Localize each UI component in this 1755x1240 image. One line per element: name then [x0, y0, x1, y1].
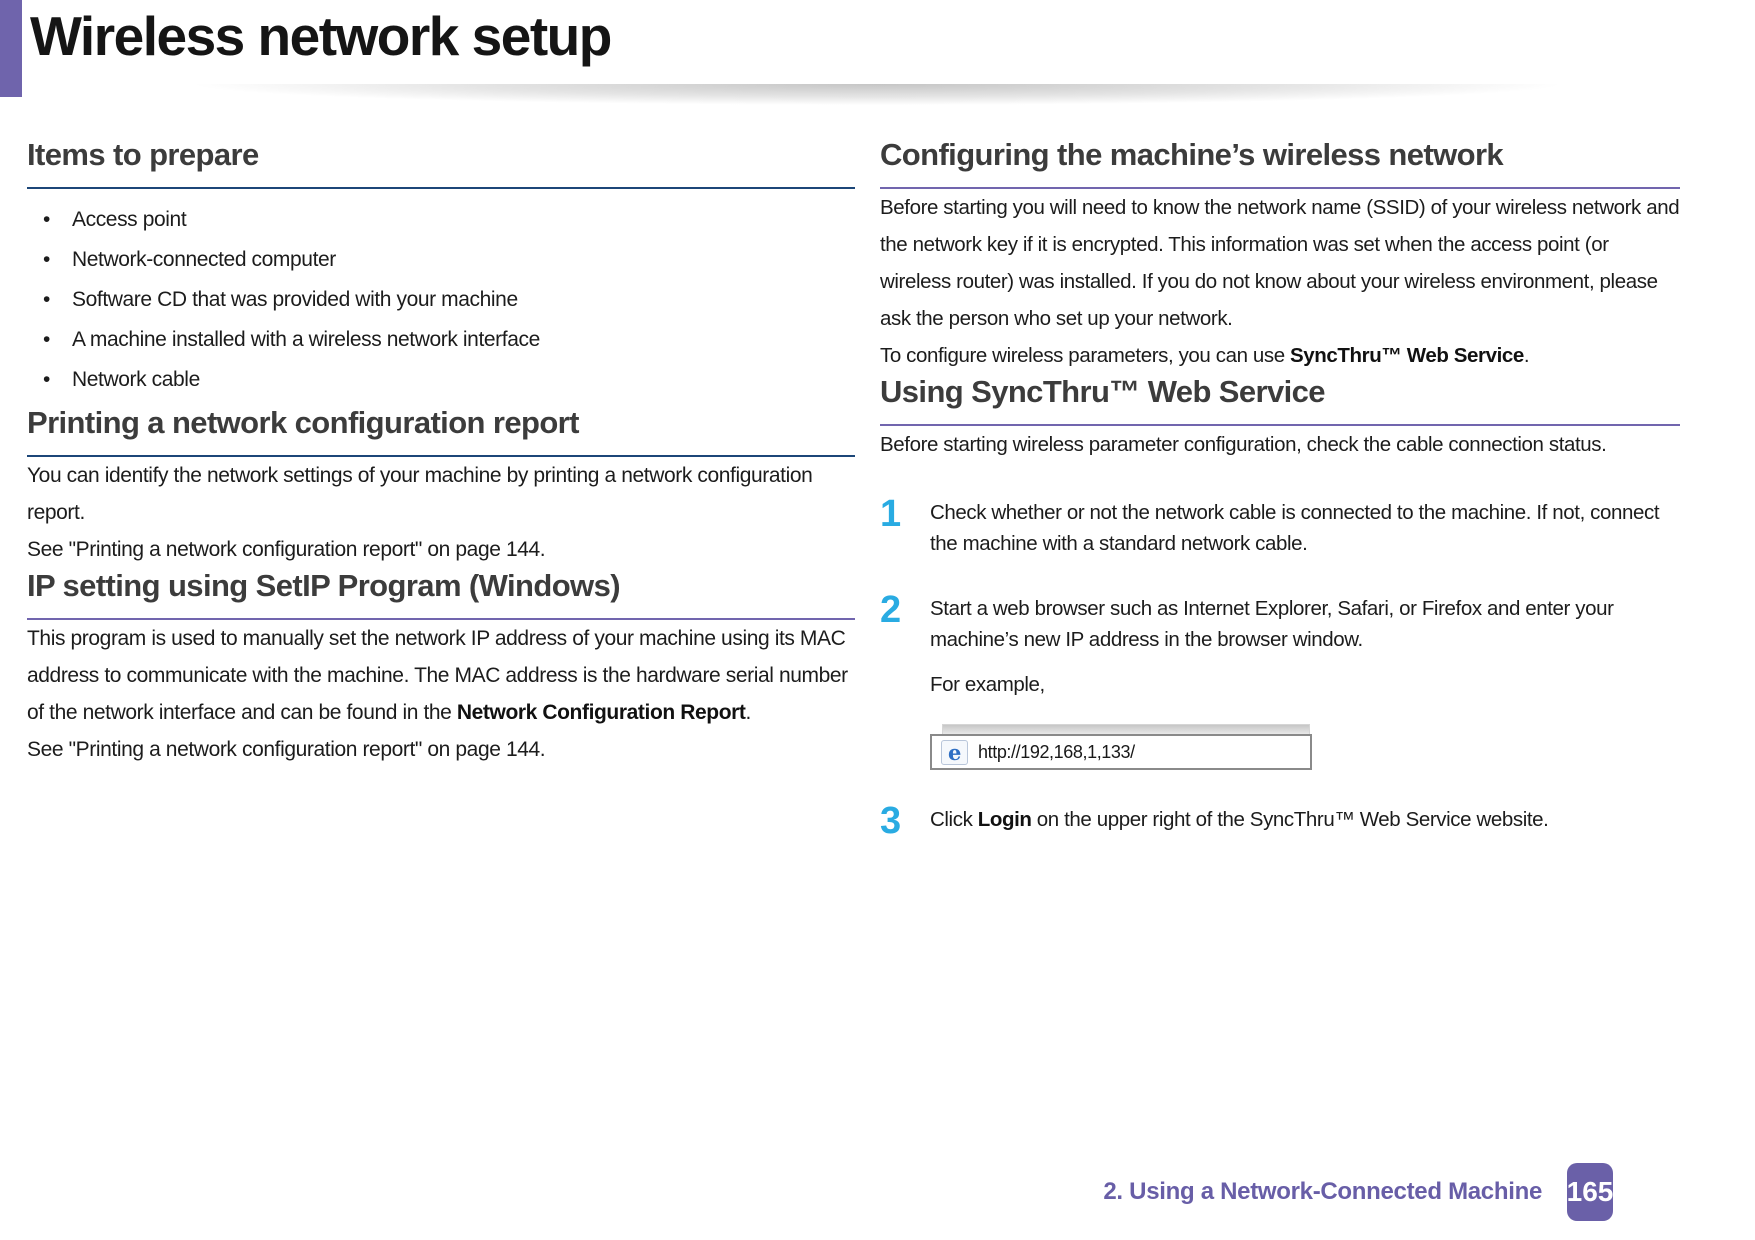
page-title: Wireless network setup	[30, 5, 612, 67]
step-3-number: 3	[880, 800, 901, 842]
step-2-text: Start a web browser such as Internet Exp…	[930, 597, 1614, 651]
configure-parameters-paragraph: To configure wireless parameters, you ca…	[880, 337, 1680, 374]
login-bold: Login	[977, 808, 1032, 831]
configuring-wireless-heading: Configuring the machine’s wireless netwo…	[880, 137, 1680, 189]
page-footer: 2. Using a Network-Connected Machine 165	[1103, 1163, 1613, 1221]
step-3-text-post: on the upper right of the SyncThru™ Web …	[1031, 808, 1549, 831]
browser-addressbar-screenshot: e http://192,168,1,133/	[930, 724, 1312, 770]
addressbar-field: e http://192,168,1,133/	[930, 734, 1312, 770]
prepare-item: A machine installed with a wireless netw…	[27, 325, 855, 355]
setip-paragraph-period: .	[745, 701, 752, 724]
configuring-wireless-paragraph: Before starting you will need to know th…	[880, 196, 1680, 330]
chapter-accent-bar	[0, 0, 22, 97]
printing-report-paragraph: You can identify the network settings of…	[27, 464, 813, 524]
title-shadow-band	[0, 84, 1755, 112]
printing-report-heading: Printing a network configuration report	[27, 405, 855, 457]
left-column: Items to prepare Access point Network-co…	[27, 137, 855, 768]
step-2-body: Start a web browser such as Internet Exp…	[930, 593, 1680, 770]
prepare-item: Network-connected computer	[27, 245, 855, 275]
step-3-text: Click Login on the upper right of the Sy…	[930, 804, 1680, 838]
using-syncthru-heading: Using SyncThru™ Web Service	[880, 374, 1680, 426]
setip-heading: IP setting using SetIP Program (Windows)	[27, 568, 855, 620]
prepare-item: Software CD that was provided with your …	[27, 285, 855, 315]
internet-explorer-icon: e	[941, 739, 968, 765]
prepare-item: Network cable	[27, 365, 855, 395]
items-to-prepare-list: Access point Network-connected computer …	[27, 205, 855, 395]
setip-paragraph-bold: Network Configuration Report	[456, 701, 746, 724]
setip-paragraph-text: This program is used to manually set the…	[27, 627, 848, 724]
setip-paragraph: This program is used to manually set the…	[27, 620, 855, 731]
configure-parameters-period: .	[1523, 344, 1530, 367]
footer-page-number: 165	[1567, 1163, 1613, 1221]
configure-parameters-text: To configure wireless parameters, you ca…	[880, 344, 1291, 367]
printing-report-see-reference: See "Printing a network configuration re…	[27, 538, 546, 561]
setip-see-reference: See "Printing a network configuration re…	[27, 738, 546, 761]
step-1-number: 1	[880, 493, 901, 535]
right-column: Configuring the machine’s wireless netwo…	[880, 137, 1680, 842]
step-3: 3 Click Login on the upper right of the …	[880, 800, 1680, 842]
items-to-prepare-heading: Items to prepare	[27, 137, 855, 189]
addressbar-url: http://192,168,1,133/	[978, 741, 1135, 762]
prepare-item: Access point	[27, 205, 855, 235]
browser-toolbar-strip	[942, 724, 1310, 734]
step-2-example-label: For example,	[930, 673, 1045, 696]
step-1-text: Check whether or not the network cable i…	[930, 501, 1660, 555]
step-3-text-pre: Click	[930, 808, 978, 831]
step-1: 1 Check whether or not the network cable…	[880, 493, 1680, 559]
syncthru-webservice-bold: SyncThru™ Web Service	[1290, 344, 1524, 367]
step-2: 2 Start a web browser such as Internet E…	[880, 589, 1680, 770]
step-2-number: 2	[880, 589, 901, 631]
cable-check-paragraph: Before starting wireless parameter confi…	[880, 433, 1607, 456]
footer-chapter-title: 2. Using a Network-Connected Machine	[1103, 1178, 1542, 1205]
